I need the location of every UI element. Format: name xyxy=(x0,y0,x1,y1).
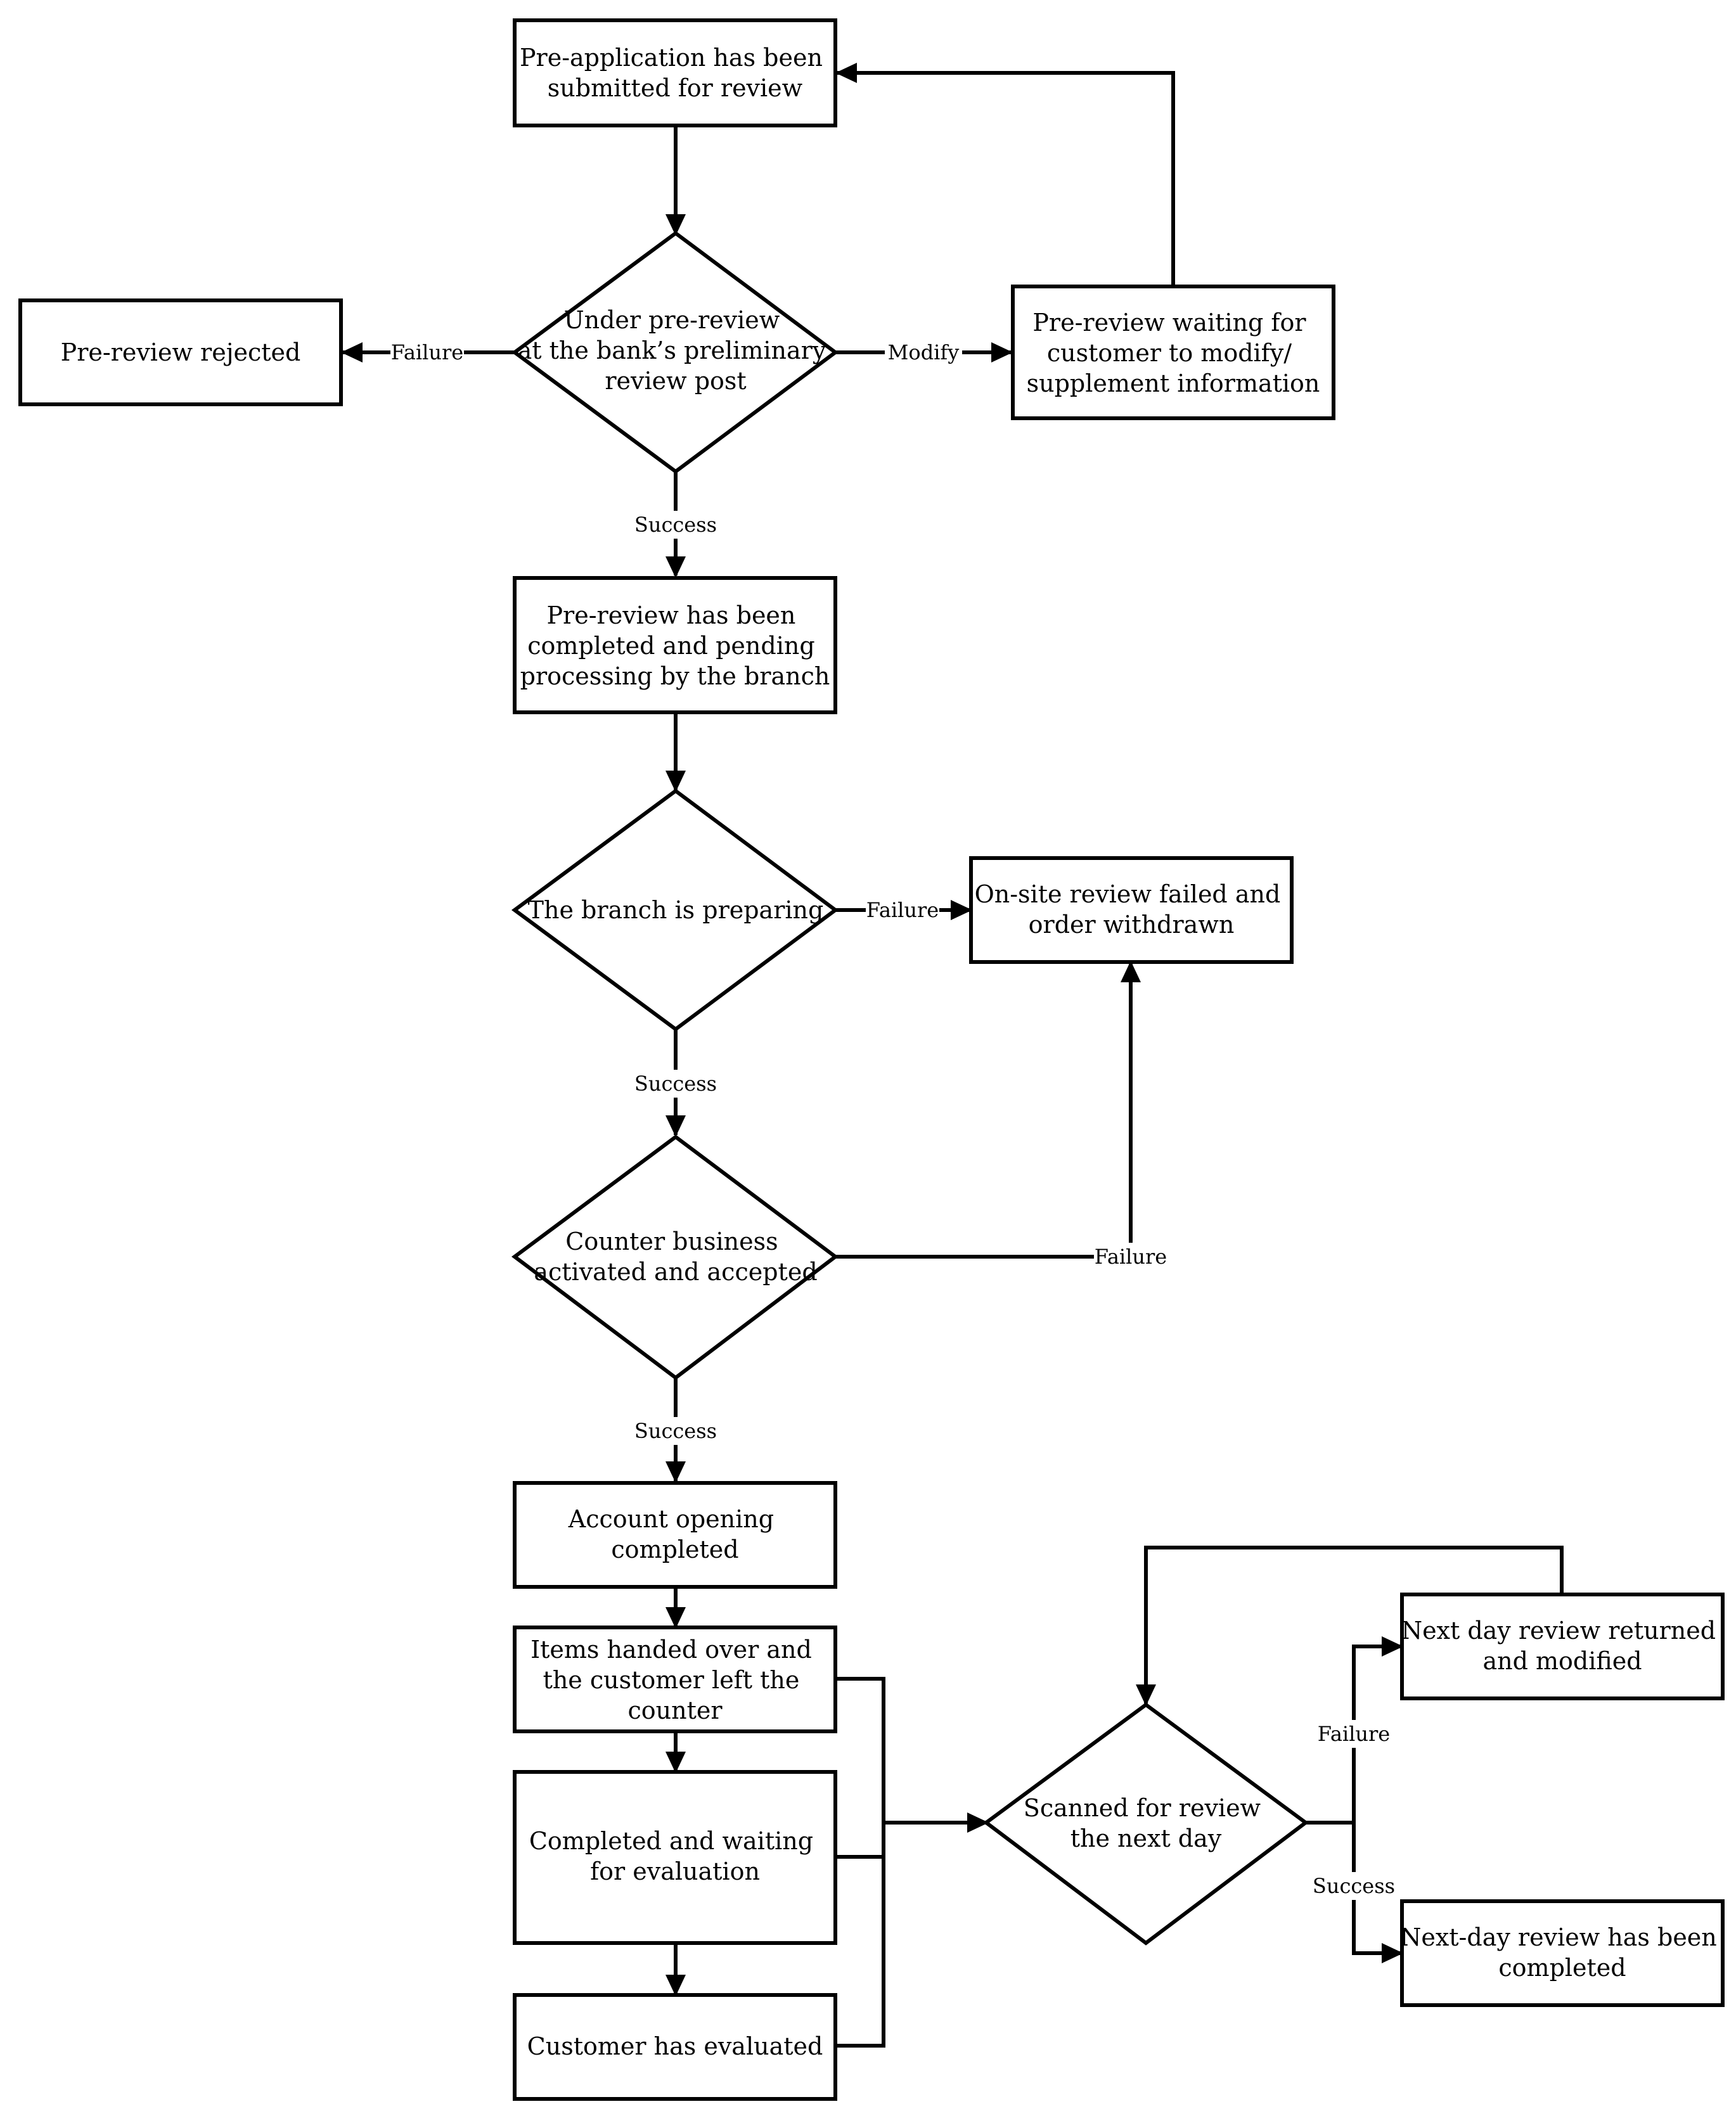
arrowhead xyxy=(951,900,972,920)
process-box xyxy=(513,576,837,714)
node-label: Pre-review rejected xyxy=(61,338,301,366)
edge-label-scan-failure: Failure xyxy=(1318,1722,1390,1746)
arrowhead xyxy=(835,63,857,83)
edge-label-pre-review-failure: Failure xyxy=(391,340,463,364)
arrowhead xyxy=(1121,961,1141,982)
node-counter-business: Counter business activated and accepted xyxy=(511,1134,839,1380)
edges xyxy=(342,71,1564,2048)
process-box xyxy=(513,18,837,127)
edge-returned-to-scanned xyxy=(1144,1546,1564,1703)
edge-label-scan-success: Success xyxy=(1313,1874,1395,1898)
node-branch-preparing: The branch is preparing xyxy=(511,788,839,1032)
arrowhead xyxy=(1136,1684,1156,1706)
edge-waiting-to-submitted xyxy=(837,71,1175,286)
decision-diamond xyxy=(982,1702,1309,1946)
node-label: Pre-review has been completed and pendin… xyxy=(520,601,830,690)
process-box xyxy=(513,1481,837,1589)
edge-label-pre-review-success: Success xyxy=(634,513,717,537)
node-account-opening: Account opening completed xyxy=(513,1481,837,1589)
node-onsite-failed: On-site review failed and order withdraw… xyxy=(969,856,1294,964)
process-box xyxy=(513,1770,837,1945)
node-pending-branch: Pre-review has been completed and pendin… xyxy=(513,576,837,714)
edge-label-branch-failure: Failure xyxy=(866,898,939,922)
arrowhead xyxy=(665,1607,686,1629)
decision-diamond xyxy=(511,231,839,474)
arrowhead xyxy=(341,342,363,362)
node-label: Pre-review waiting for customer to modif… xyxy=(1027,309,1320,397)
node-label: Scanned for review the next day xyxy=(1024,1794,1268,1852)
node-label: Customer has evaluated xyxy=(527,2032,823,2060)
arrowhead xyxy=(665,1115,686,1137)
process-box xyxy=(969,856,1294,964)
arrowhead xyxy=(665,1752,686,1773)
node-label: Counter business activated and accepted xyxy=(534,1228,817,1286)
node-label: Completed and waiting for evaluation xyxy=(529,1827,821,1885)
arrowhead xyxy=(967,1812,989,1833)
edge-label-counter-failure: Failure xyxy=(1095,1245,1167,1269)
arrowheads xyxy=(341,63,1403,1996)
process-box xyxy=(1011,285,1335,420)
node-label: On-site review failed and order withdraw… xyxy=(975,880,1289,939)
node-label: Next-day review has been completed xyxy=(1400,1923,1725,1982)
node-rejected: Pre-review rejected xyxy=(18,298,343,406)
edge-label-pre-review-modify: Modify xyxy=(888,340,960,364)
node-waiting-eval: Completed and waiting for evaluation xyxy=(513,1770,837,1945)
process-box xyxy=(513,1626,837,1733)
process-box xyxy=(1400,1899,1725,2007)
arrowhead xyxy=(1382,1943,1403,1963)
arrowhead xyxy=(665,214,686,236)
decision-diamond xyxy=(511,1134,839,1380)
edge-label-branch-success: Success xyxy=(634,1072,717,1096)
node-scanned-review: Scanned for review the next day xyxy=(982,1702,1309,1946)
edge-label-counter-success: Success xyxy=(634,1419,717,1443)
node-next-day-returned: Next day review returned and modified xyxy=(1400,1593,1725,1700)
process-box xyxy=(513,1993,837,2101)
node-waiting-modify: Pre-review waiting for customer to modif… xyxy=(1011,285,1335,420)
edge-labels: Failure Modify Success Failure Success F… xyxy=(390,338,1398,1900)
arrowhead xyxy=(665,556,686,578)
node-submitted: Pre-application has been submitted for r… xyxy=(513,18,837,127)
arrowhead xyxy=(1382,1636,1403,1657)
node-pre-review: Under pre-review at the bank’s prelimina… xyxy=(511,231,839,474)
decision-diamond xyxy=(511,788,839,1032)
process-box xyxy=(1400,1593,1725,1700)
node-label: The branch is preparing xyxy=(528,896,824,924)
arrowhead xyxy=(991,342,1013,362)
arrowhead xyxy=(665,1461,686,1483)
process-box xyxy=(18,298,343,406)
node-label: Under pre-review at the bank’s prelimina… xyxy=(518,306,834,395)
arrowhead xyxy=(665,771,686,792)
node-label: Pre-application has been submitted for r… xyxy=(520,44,830,102)
node-evaluated: Customer has evaluated xyxy=(513,1993,837,2101)
node-label: Next day review returned and modified xyxy=(1401,1617,1723,1675)
node-next-day-completed: Next-day review has been completed xyxy=(1400,1899,1725,2007)
edge-counter-to-onsite-failed xyxy=(835,962,1133,1259)
node-label: Account opening completed xyxy=(568,1505,781,1563)
arrowhead xyxy=(665,1975,686,1996)
node-items-handed: Items handed over and the customer left … xyxy=(513,1626,837,1733)
node-label: Items handed over and the customer left … xyxy=(530,1636,820,1724)
nodes: Pre-application has been submitted for r… xyxy=(18,18,1725,2101)
edge-items-handed-to-bus xyxy=(835,1677,885,2048)
